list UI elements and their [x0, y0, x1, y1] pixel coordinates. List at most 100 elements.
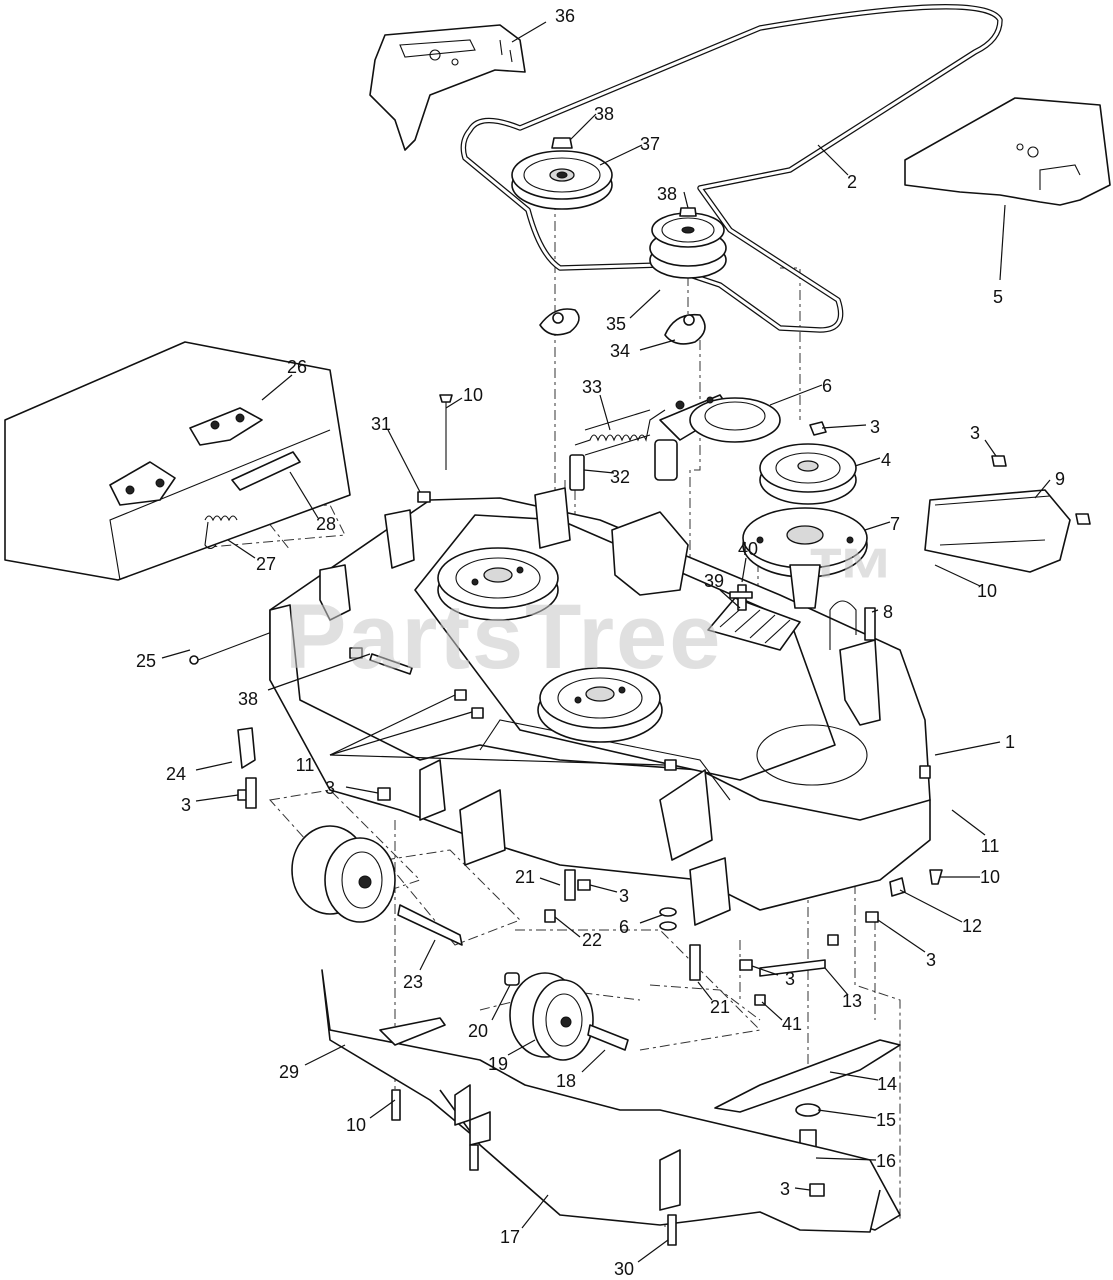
part-callout-17: 17 — [500, 1227, 520, 1247]
part-callout-3: 3 — [870, 417, 880, 437]
callout-leader — [999, 204, 1006, 281]
part-callout-31: 31 — [371, 414, 391, 434]
part-callout-32: 32 — [610, 467, 630, 487]
callout-leader — [637, 1239, 669, 1263]
gauge-wheel-left — [291, 825, 396, 923]
callout-leader — [934, 741, 1001, 756]
part-callout-21: 21 — [710, 997, 730, 1017]
part-callout-21: 21 — [515, 867, 535, 887]
part-callout-23: 23 — [403, 972, 423, 992]
callout-leader — [554, 916, 581, 938]
spindle-pulley — [759, 443, 857, 505]
callout-leader — [569, 113, 597, 141]
callout-leader — [195, 794, 239, 802]
part-callout-38: 38 — [238, 689, 258, 709]
part-callout-30: 30 — [614, 1259, 634, 1279]
part-callout-34: 34 — [610, 341, 630, 361]
part-callout-29: 29 — [279, 1062, 299, 1082]
part-callout-38: 38 — [594, 104, 614, 124]
part-callout-2: 2 — [847, 172, 857, 192]
callout-leader — [491, 984, 511, 1021]
part-callout-18: 18 — [556, 1071, 576, 1091]
callout-leader — [934, 564, 981, 587]
part-callout-4: 4 — [881, 450, 891, 470]
part-callout-9: 9 — [1055, 469, 1065, 489]
callout-leader — [539, 877, 561, 886]
belt-cover-right — [904, 97, 1111, 206]
callout-leader — [387, 429, 421, 493]
callout-leader — [815, 1157, 877, 1161]
part-callout-10: 10 — [463, 385, 483, 405]
callout-leader — [639, 914, 663, 924]
callout-leader — [697, 981, 713, 1001]
callout-leader — [329, 754, 666, 766]
torsion-spring — [204, 515, 238, 550]
part-callout-35: 35 — [606, 314, 626, 334]
callout-leader — [261, 374, 293, 401]
wheel-axles — [397, 904, 629, 1051]
callout-leaders — [161, 21, 1051, 1263]
part-callout-20: 20 — [468, 1021, 488, 1041]
part-callout-7: 7 — [890, 514, 900, 534]
part-callout-27: 27 — [256, 554, 276, 574]
callout-leader — [719, 589, 741, 609]
part-callout-15: 15 — [876, 1110, 896, 1130]
part-callout-3: 3 — [181, 795, 191, 815]
callout-leader — [871, 609, 879, 613]
callout-leader — [769, 384, 823, 406]
callout-leader — [629, 289, 661, 319]
callout-leader — [161, 649, 191, 659]
callout-leader — [445, 397, 463, 409]
discharge-chute — [4, 341, 351, 581]
hardware — [237, 394, 1091, 1246]
callout-leader — [951, 809, 986, 836]
spring-stud — [569, 454, 585, 491]
deck-pulley-center — [537, 667, 663, 743]
callout-leader — [304, 1044, 346, 1066]
part-callout-3: 3 — [325, 778, 335, 798]
watermark: PartsTree ™ — [285, 530, 897, 688]
part-callout-39: 39 — [704, 571, 724, 591]
callout-leader — [419, 939, 436, 971]
pulley-large-idler — [511, 150, 613, 210]
callout-leader — [227, 539, 256, 559]
callout-leader — [683, 191, 689, 209]
callout-leader — [761, 1001, 783, 1021]
part-callout-16: 16 — [876, 1151, 896, 1171]
nut-top-pulley — [551, 137, 573, 149]
callout-leader — [329, 694, 456, 756]
callout-leader — [329, 711, 473, 756]
watermark-text: PartsTree — [285, 586, 722, 688]
callout-leader — [824, 967, 849, 996]
part-callout-37: 37 — [640, 134, 660, 154]
callout-leader — [599, 394, 611, 431]
deck-grate — [707, 597, 801, 651]
part-callout-5: 5 — [993, 287, 1003, 307]
callout-leader — [794, 1187, 811, 1191]
part-callout-11: 11 — [296, 755, 315, 775]
callout-leader — [854, 457, 881, 467]
callout-leader — [829, 1071, 879, 1081]
part-callout-40: 40 — [738, 539, 758, 559]
part-callout-13: 13 — [842, 991, 862, 1011]
callout-leader — [521, 1194, 549, 1229]
part-callout-10: 10 — [980, 867, 1000, 887]
callout-leader — [877, 919, 926, 953]
part-callout-3: 3 — [785, 969, 795, 989]
callout-leader — [984, 439, 997, 457]
callout-leader — [1034, 479, 1051, 499]
part-callout-3: 3 — [970, 423, 980, 443]
part-callout-24: 24 — [166, 764, 186, 784]
part-callout-41: 41 — [782, 1014, 802, 1034]
callout-leader — [899, 889, 963, 923]
callout-leader — [639, 339, 676, 351]
callout-leader — [581, 1049, 606, 1073]
callout-leader — [345, 786, 379, 794]
callout-leader — [821, 424, 867, 429]
deck-pulley-left — [437, 547, 559, 621]
u-bolt — [829, 600, 857, 650]
part-callout-6: 6 — [822, 376, 832, 396]
drive-belt — [460, 4, 1003, 333]
part-callout-28: 28 — [316, 514, 336, 534]
callout-leader — [583, 469, 615, 474]
